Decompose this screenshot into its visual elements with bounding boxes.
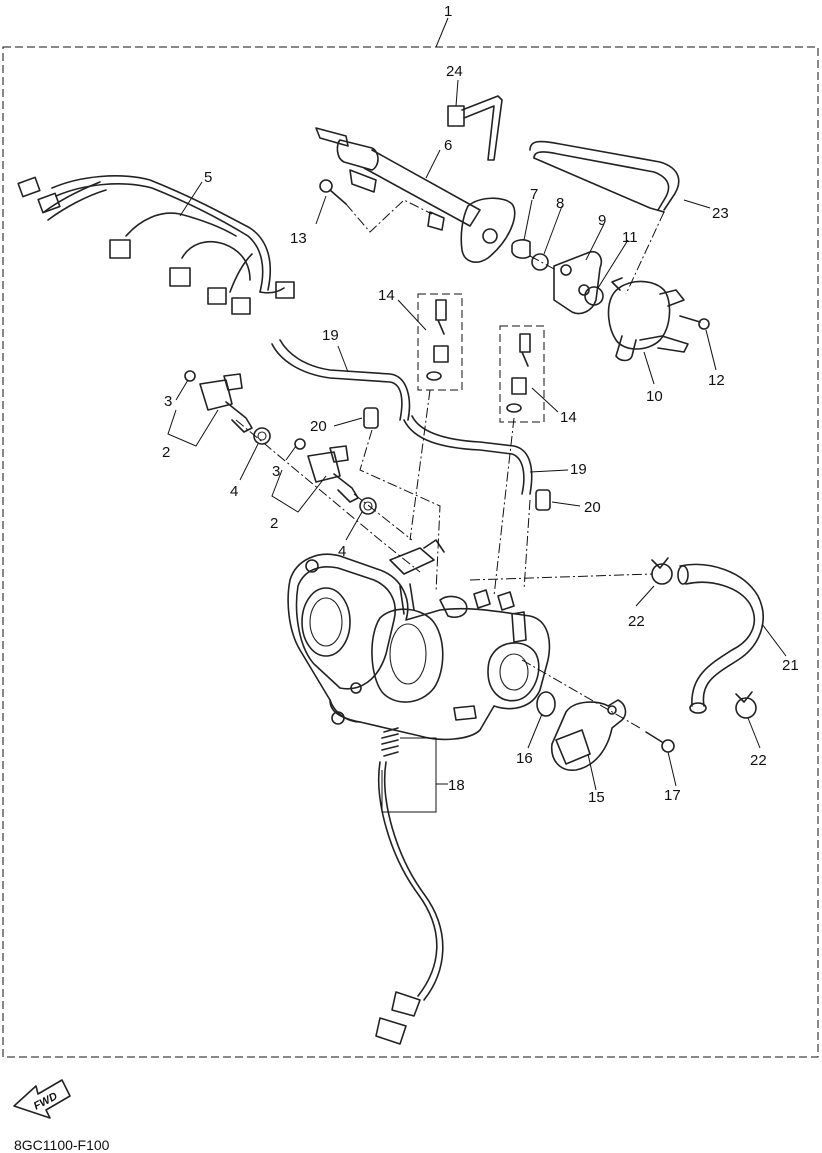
callout-19a: 19 xyxy=(322,327,339,344)
o-ring-3-upper xyxy=(184,370,196,382)
callout-5: 5 xyxy=(204,169,212,186)
callout-22b: 22 xyxy=(750,752,767,769)
callout-20b: 20 xyxy=(584,499,601,516)
leader-lines xyxy=(167,17,787,813)
callout-3b: 3 xyxy=(272,463,280,480)
callout-4a: 4 xyxy=(230,483,238,500)
injector-2-upper xyxy=(199,373,253,433)
callout-13: 13 xyxy=(290,230,307,247)
drawing-code-block: 8GC1100-F100 xyxy=(14,1137,110,1153)
o-ring-8 xyxy=(531,253,549,271)
fuel-delivery-pipe xyxy=(315,127,516,263)
callout-4b: 4 xyxy=(338,543,346,560)
wire-harness xyxy=(17,175,295,315)
hose-clamp-22-upper xyxy=(651,557,673,585)
callout-18: 18 xyxy=(448,777,465,794)
callout-14b: 14 xyxy=(560,409,577,426)
coolant-hose-21 xyxy=(677,563,764,714)
callout-22a: 22 xyxy=(628,613,645,630)
screw-17 xyxy=(645,731,675,753)
hose-piece-20-upper xyxy=(363,407,379,429)
callout-10: 10 xyxy=(646,388,663,405)
o-ring-3-lower xyxy=(294,438,306,450)
callout-7: 7 xyxy=(530,186,538,203)
callout-23: 23 xyxy=(712,205,729,222)
callout-12: 12 xyxy=(708,372,725,389)
callout-19b: 19 xyxy=(570,461,587,478)
callout-3a: 3 xyxy=(164,393,172,410)
o-ring-16 xyxy=(536,691,556,717)
callout-14a: 14 xyxy=(378,287,395,304)
cable-18 xyxy=(375,727,444,1045)
assembly-boundary xyxy=(2,46,819,1058)
grommet-4-lower xyxy=(359,497,377,515)
o-ring-11 xyxy=(584,286,604,306)
throttle-position-sensor-15 xyxy=(551,699,627,771)
hose-clamp-22-lower xyxy=(735,691,757,719)
callout-16: 16 xyxy=(516,750,533,767)
forward-direction-arrow: FWD xyxy=(13,1079,71,1119)
callout-20a: 20 xyxy=(310,418,327,435)
callout-2b: 2 xyxy=(270,515,278,532)
callout-21: 21 xyxy=(782,657,799,674)
callout-2a: 2 xyxy=(162,444,170,461)
callout-6: 6 xyxy=(444,137,452,154)
hose-19-upper xyxy=(271,339,411,421)
nipple-set-14-left xyxy=(417,293,463,391)
hose-19-lower xyxy=(403,415,533,495)
fuel-hose-23 xyxy=(529,140,680,213)
callout-15: 15 xyxy=(588,789,605,806)
callout-11: 11 xyxy=(622,229,638,246)
bolt-13 xyxy=(319,179,347,205)
flange-plate-9 xyxy=(553,250,603,315)
callout-24: 24 xyxy=(446,63,463,80)
bolt-12 xyxy=(679,315,710,330)
callout-9: 9 xyxy=(598,212,606,229)
injector-2-lower xyxy=(307,445,359,503)
assembly-lines xyxy=(235,199,665,729)
grommet-4-upper xyxy=(253,427,271,445)
drawing-code: 8GC1100-F100 xyxy=(14,1137,110,1153)
callout-17: 17 xyxy=(664,787,681,804)
hose-piece-20-lower xyxy=(535,489,551,511)
cap-7 xyxy=(511,239,531,259)
callout-labels: 1 2 2 3 3 4 4 5 6 7 8 9 10 11 12 13 14 1… xyxy=(162,3,799,806)
throttle-body xyxy=(287,539,551,741)
pressure-regulator-10 xyxy=(607,277,689,362)
nipple-set-14-right xyxy=(499,325,545,423)
callout-1: 1 xyxy=(444,3,452,20)
callout-8: 8 xyxy=(556,195,564,212)
